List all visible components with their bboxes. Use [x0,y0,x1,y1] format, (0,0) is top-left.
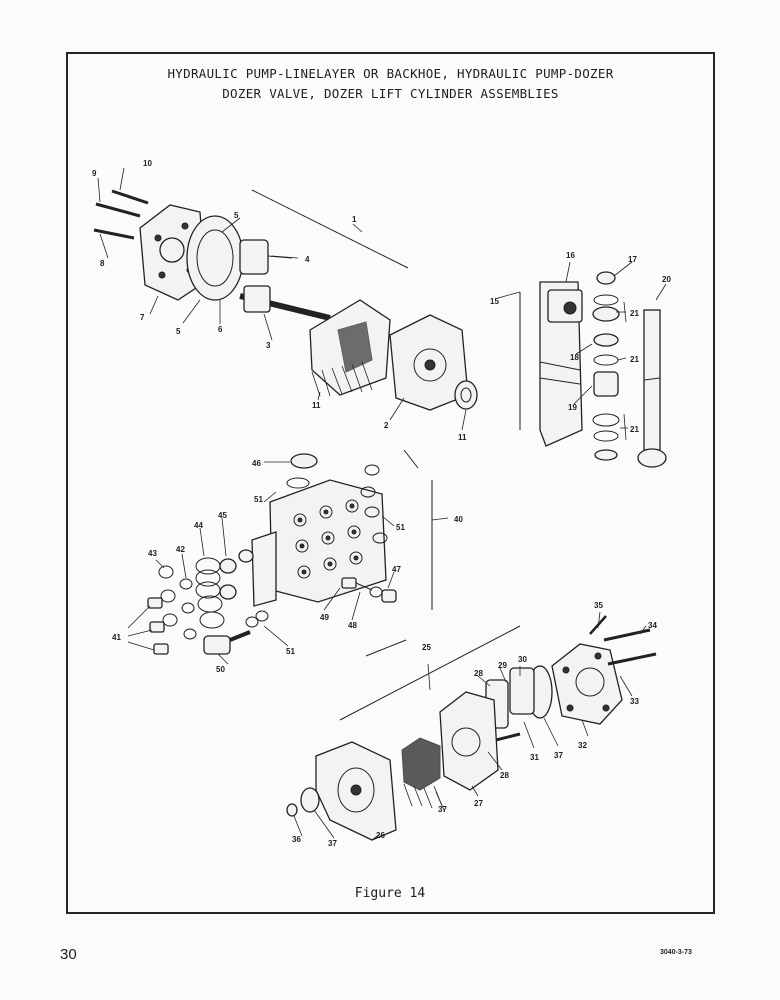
seal-ring-21 [592,306,620,322]
callout-50: 50 [216,665,225,674]
callout-1: 1 [352,215,357,224]
snap-ring-36 [286,803,298,817]
callout-6: 6 [218,325,223,334]
callout-2: 2 [384,421,389,430]
callout-11-right: 11 [458,433,467,442]
assembly-bracket-line-25 [339,625,521,721]
callout-41: 41 [112,633,121,642]
callout-51-bottom: 51 [286,647,295,656]
callout-42: 42 [176,545,185,554]
callout-28-top: 28 [474,669,483,678]
callout-10: 10 [143,159,152,168]
callout-51-top: 51 [254,495,263,504]
bolt-33 [607,652,657,666]
callout-15: 15 [490,297,499,306]
callout-16: 16 [566,251,575,260]
shaft-seal-11 [454,380,478,410]
pump-housing-27 [439,691,499,791]
gear-4 [239,239,269,275]
shaft-seal-37 [300,787,320,813]
callout-26: 26 [376,831,385,840]
callout-34: 34 [648,621,657,630]
callout-46: 46 [252,459,261,468]
callout-49: 49 [320,613,329,622]
o-ring-21 [593,354,619,366]
callout-25: 25 [422,643,431,652]
callout-33: 33 [630,697,639,706]
callout-37-right: 37 [554,751,563,760]
pump-assembly-upper [93,167,478,431]
callout-3: 3 [266,341,271,350]
drive-gear-3 [243,285,271,313]
page-number: 30 [60,946,77,963]
pump-assembly-lower [286,611,657,841]
callout-19: 19 [568,403,577,412]
callout-37-left: 37 [328,839,337,848]
dozer-valve-assembly [127,449,449,665]
check-poppet-49 [341,577,357,589]
callout-36: 36 [292,835,301,844]
callout-21-bottom: 21 [630,425,639,434]
document-code: 3040-3-73 [660,949,692,956]
callout-20: 20 [662,275,671,284]
callout-5-bottom: 5 [176,327,181,336]
callout-48: 48 [348,621,357,630]
callout-28-bottom: 28 [500,771,509,780]
callout-35: 35 [594,601,603,610]
callout-51-right: 51 [396,523,405,532]
callout-43: 43 [148,549,157,558]
callout-40: 40 [454,515,463,524]
valve-body [269,479,387,603]
wear-plate-37 [401,737,441,791]
valve-end-plate [251,531,277,607]
packing-18 [593,333,619,347]
rod-eye [637,448,667,468]
callout-5-top: 5 [234,211,239,220]
pump-rear-cover-32 [551,643,623,725]
callout-44: 44 [194,521,203,530]
bolt-9 [95,202,141,218]
callout-21-top: 21 [630,309,639,318]
driven-gear-30 [509,667,535,715]
callout-9: 9 [92,169,97,178]
plug-46 [290,453,318,469]
bolt-10 [111,189,149,205]
callout-31: 31 [530,753,539,762]
callout-47: 47 [392,565,401,574]
callout-32: 32 [578,741,587,750]
callout-29: 29 [498,661,507,670]
cylinder-barrel-16 [539,281,583,447]
callout-21-middle: 21 [630,355,639,364]
bolt-34 [603,628,651,642]
callout-labels: 10 9 8 5 5 7 6 4 3 1 2 11 11 15 16 17 20… [92,159,671,848]
callout-30: 30 [518,655,527,664]
assembly-bracket-line-1 [251,189,409,269]
callout-45: 45 [218,511,227,520]
lift-cylinder-assembly [497,261,667,468]
plunger-50 [203,635,231,655]
figure-caption: Figure 14 [354,886,426,901]
figure-title-line-1: HYDRAULIC PUMP-LINELAYER OR BACKHOE, HYD… [167,66,614,81]
callout-8: 8 [100,259,105,268]
callout-18: 18 [570,353,579,362]
figure-title-line-2: DOZER VALVE, DOZER LIFT CYLINDER ASSEMBL… [222,86,559,101]
callout-7: 7 [140,313,145,322]
callout-27: 27 [474,799,483,808]
gland-nut-17 [596,271,616,285]
figure-frame [66,52,715,914]
pump-body-port [159,237,185,263]
bolt-8 [93,228,135,240]
callout-37-middle: 37 [438,805,447,814]
pump-plate-5 [186,215,244,301]
callout-17: 17 [628,255,637,264]
callout-11-left: 11 [312,401,321,410]
callout-4: 4 [305,255,310,264]
plug-47 [381,589,397,603]
piston-19 [593,371,619,397]
